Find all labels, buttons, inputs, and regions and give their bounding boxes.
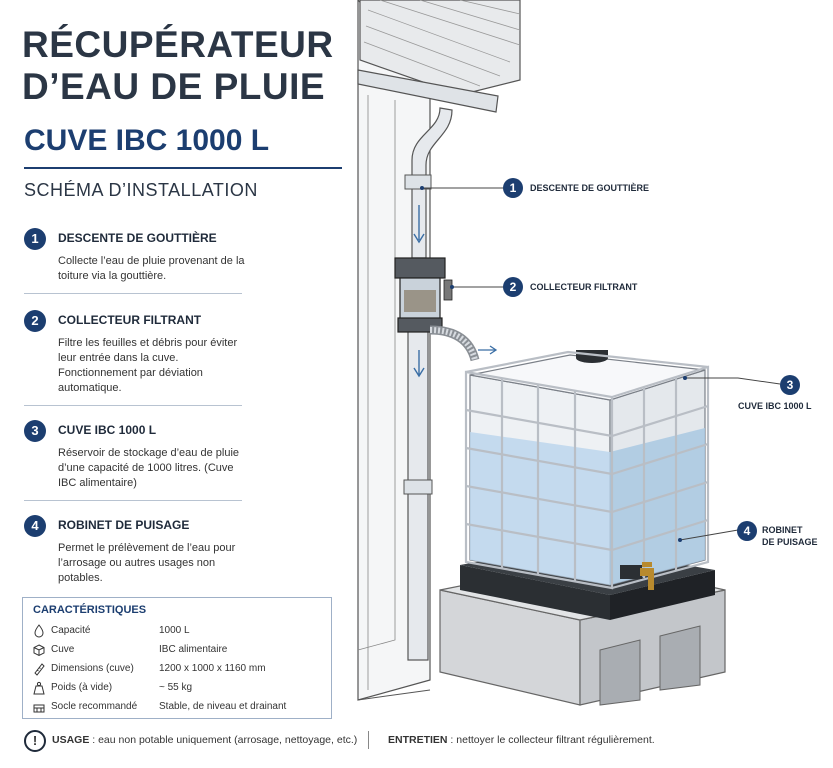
callout-1-label: DESCENTE DE GOUTTIÈRE: [530, 183, 650, 193]
step-number: 3: [24, 420, 46, 442]
step-description: Filtre les feuilles et débris pour évite…: [58, 337, 238, 394]
footer-divider: [368, 731, 369, 749]
maintenance-text: : nettoyer le collecteur filtrant réguli…: [447, 734, 655, 746]
step-title: COLLECTEUR FILTRANT: [58, 313, 202, 327]
filter-collector: [394, 257, 453, 333]
ruler-icon: [34, 663, 45, 676]
spec-label: Dimensions (cuve): [51, 663, 134, 674]
spec-label: Poids (à vide): [51, 682, 113, 693]
callout-2-number: 2: [503, 277, 523, 297]
step-2: 2 COLLECTEUR FILTRANT Filtre les feuille…: [24, 310, 242, 400]
callout-1-number: 1: [503, 178, 523, 198]
step-3: 3 CUVE IBC 1000 L Réservoir de stockage …: [24, 420, 242, 495]
usage-text: : eau non potable uniquement (arrosage, …: [89, 734, 358, 746]
footer-notes: ! USAGE : eau non potable uniquement (ar…: [0, 726, 833, 756]
step-title: ROBINET DE PUISAGE: [58, 518, 190, 532]
step-title: DESCENTE DE GOUTTIÈRE: [58, 231, 217, 245]
weight-icon: [33, 681, 45, 695]
spec-label: Cuve: [51, 644, 75, 655]
step-divider: [24, 500, 242, 501]
usage-label: USAGE: [52, 734, 90, 746]
cube-icon: [33, 644, 45, 657]
spec-value: IBC alimentaire: [159, 644, 228, 655]
step-divider: [24, 405, 242, 406]
callout-4-line-2: DE PUISAGE: [762, 537, 818, 547]
usage-note: USAGE : eau non potable uniquement (arro…: [52, 734, 357, 746]
page-title: RÉCUPÉRATEUR D’EAU DE PLUIE: [22, 24, 352, 108]
base-icon: [33, 704, 45, 713]
step-4: 4 ROBINET DE PUISAGE Permet le prélèveme…: [24, 515, 242, 590]
title-line-1: RÉCUPÉRATEUR: [22, 24, 334, 65]
page-subtitle: CUVE IBC 1000 L: [24, 124, 270, 157]
flex-hose: [429, 325, 498, 362]
step-description: Réservoir de stockage d’eau de pluie d’u…: [58, 447, 240, 489]
step-1: 1 DESCENTE DE GOUTTIÈRE Collecte l’eau d…: [24, 228, 245, 288]
droplet-icon: [34, 624, 44, 638]
gutter: [357, 69, 499, 113]
step-number: 2: [24, 310, 46, 332]
step-divider: [24, 293, 242, 294]
downpipe: [403, 107, 453, 661]
step-title: CUVE IBC 1000 L: [58, 423, 157, 437]
ibc-cage: [464, 350, 710, 590]
spec-value: ~ 55 kg: [159, 682, 193, 693]
warning-icon: !: [24, 730, 46, 752]
step-description: Collecte l’eau de pluie provenant de la …: [58, 255, 245, 282]
spec-label: Socle recommandé: [51, 701, 138, 712]
step-number: 1: [24, 228, 46, 250]
callout-2-label: COLLECTEUR FILTRANT: [530, 282, 638, 292]
callout-4-number: 4: [737, 521, 757, 541]
maintenance-note: ENTRETIEN : nettoyer le collecteur filtr…: [388, 734, 655, 746]
spec-row: Poids (à vide) ~ 55 kg: [31, 681, 327, 698]
spec-row: Dimensions (cuve) 1200 x 1000 x 1160 mm: [31, 662, 327, 679]
subtitle-rule: [24, 167, 342, 169]
title-line-2: D’EAU DE PLUIE: [22, 66, 326, 107]
spec-value: Stable, de niveau et drainant: [159, 701, 287, 712]
roof: [359, 0, 521, 96]
spec-row: Capacité 1000 L: [31, 624, 327, 641]
spec-row: Cuve IBC alimentaire: [31, 643, 327, 660]
callout-4-line-1: ROBINET: [762, 525, 803, 535]
specs-box: CARACTÉRISTIQUES Capacité 1000 L Cuve IB…: [22, 597, 332, 719]
tap: [620, 562, 654, 590]
callout-3-label: CUVE IBC 1000 L: [738, 401, 812, 411]
spec-value: 1000 L: [159, 625, 190, 636]
maintenance-label: ENTRETIEN: [388, 734, 448, 746]
callout-3-number: 3: [780, 375, 800, 395]
spec-label: Capacité: [51, 625, 91, 636]
spec-value: 1200 x 1000 x 1160 mm: [159, 663, 266, 674]
step-number: 4: [24, 515, 46, 537]
step-description: Permet le prélèvement de l’eau pour l’ar…: [58, 542, 236, 584]
spec-row: Socle recommandé Stable, de niveau et dr…: [31, 700, 327, 717]
section-title: SCHÉMA D’INSTALLATION: [24, 180, 258, 200]
specs-heading: CARACTÉRISTIQUES: [33, 604, 147, 616]
callout-4-label: ROBINET DE PUISAGE: [762, 524, 818, 548]
